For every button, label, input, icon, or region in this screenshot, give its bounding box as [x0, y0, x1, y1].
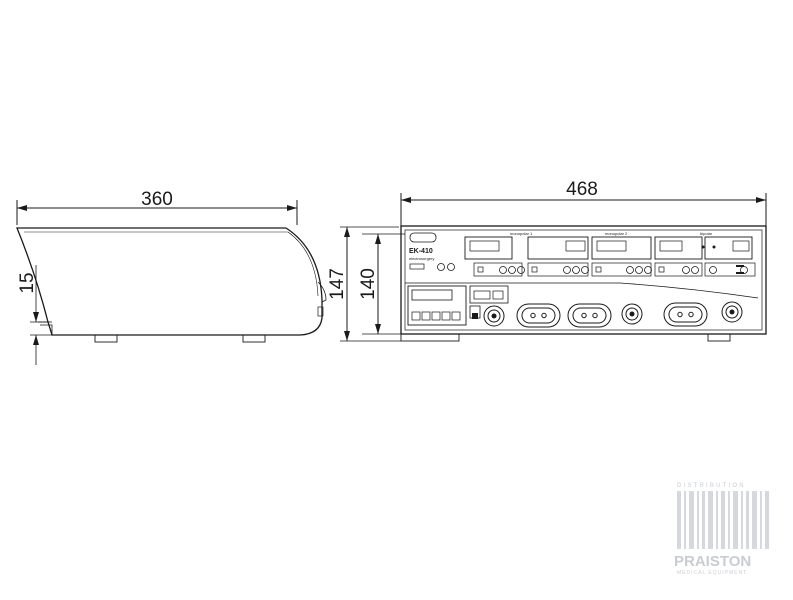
watermark-top-text: DISTRIBUTION [677, 483, 746, 489]
dim-front-width: 468 [566, 179, 598, 200]
panel-model: EK-410 [409, 248, 433, 255]
watermark-sub: MEDICAL EQUIPMENT [677, 570, 747, 576]
front-view [340, 193, 767, 342]
watermark-logo [677, 491, 769, 549]
panel-label-bipolar: bipolar [700, 231, 713, 236]
dim-front-height-body: 140 [358, 268, 379, 300]
panel-label-monopolar-2: monopolar 2 [605, 231, 628, 236]
dim-side-height: 15 [17, 272, 38, 293]
dim-front-height-total: 147 [327, 268, 348, 300]
watermark-brand: PRAISTON [674, 553, 751, 570]
side-view [16, 200, 327, 365]
panel-model-sub: electrosurgery [409, 256, 434, 261]
dim-side-width: 360 [141, 189, 173, 210]
connector-sockets [483, 301, 743, 328]
panel-label-monopolar-1: monopolar 1 [510, 231, 533, 236]
